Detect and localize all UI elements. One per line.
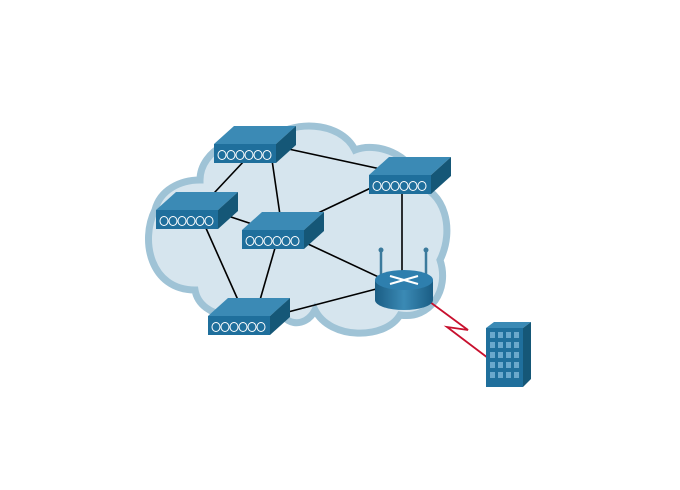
link	[271, 159, 281, 216]
link	[259, 247, 276, 301]
link	[287, 287, 381, 313]
serial-link-icon	[429, 301, 489, 359]
link	[204, 225, 239, 301]
building-icon	[486, 322, 531, 387]
link	[317, 185, 376, 214]
link	[307, 243, 386, 281]
router-icon[interactable]	[375, 247, 433, 311]
